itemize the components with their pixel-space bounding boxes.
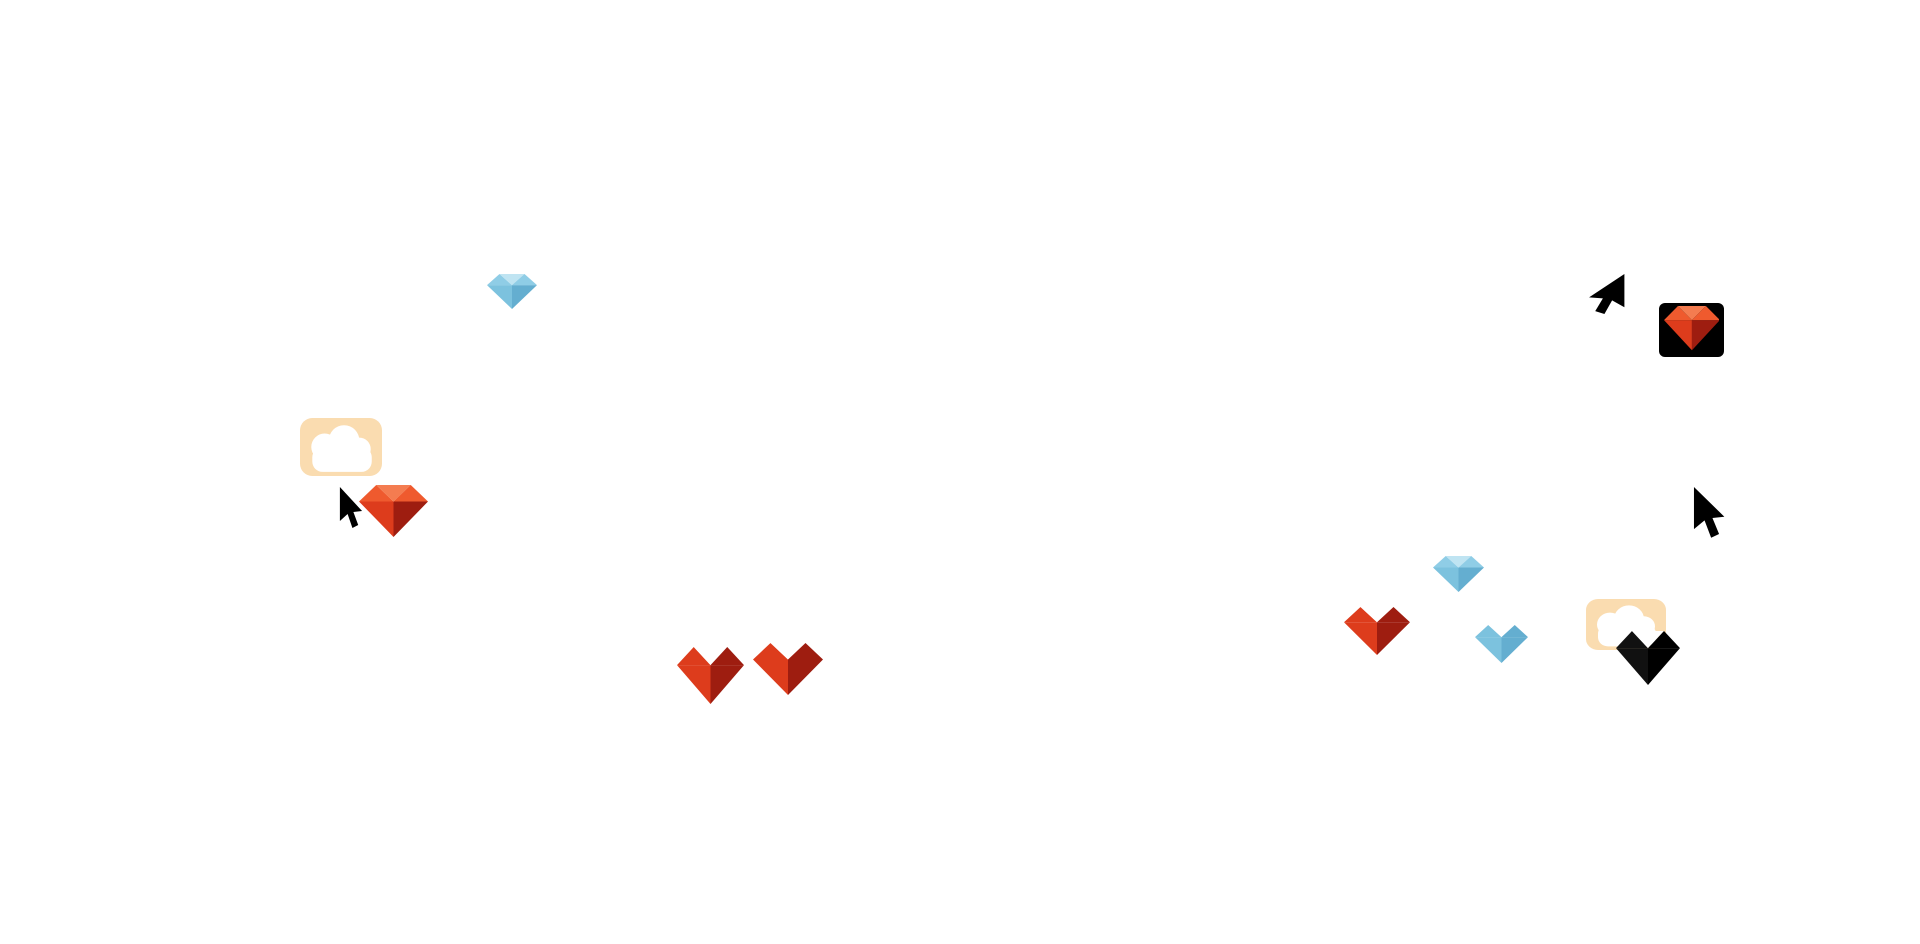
- blue-gem-1[interactable]: [487, 274, 537, 309]
- cursor-icon: [1589, 274, 1625, 315]
- gem-cracked-icon: [1475, 625, 1528, 663]
- blue-gem-2[interactable]: [1433, 556, 1484, 592]
- gem-icon: [1433, 556, 1484, 592]
- gem-icon: [359, 485, 428, 537]
- gem-slot-1[interactable]: [1659, 303, 1724, 357]
- red-gem-cracked-3[interactable]: [1344, 607, 1410, 655]
- gem-icon: [487, 274, 537, 309]
- gem-cracked-icon: [1344, 607, 1410, 655]
- black-gem-cracked-1[interactable]: [1616, 631, 1680, 685]
- red-gem-cracked-2[interactable]: [753, 643, 823, 695]
- gem-cracked-icon: [677, 647, 744, 704]
- player-cursor-3: [1690, 487, 1727, 539]
- gem-cracked-icon: [1616, 631, 1680, 685]
- gem-cracked-icon: [753, 643, 823, 695]
- player-cursor-2: [1586, 274, 1629, 315]
- red-gem-cracked-1[interactable]: [677, 647, 744, 704]
- cursor-icon: [1693, 487, 1725, 538]
- cloud-tile-icon: [300, 418, 382, 476]
- cloud-tile-1[interactable]: [300, 418, 382, 476]
- player-cursor-1: [337, 487, 364, 529]
- blue-gem-cracked-1[interactable]: [1475, 625, 1528, 663]
- gem-slot-icon: [1663, 306, 1720, 351]
- cursor-icon: [339, 487, 363, 528]
- red-gem-1[interactable]: [359, 485, 428, 537]
